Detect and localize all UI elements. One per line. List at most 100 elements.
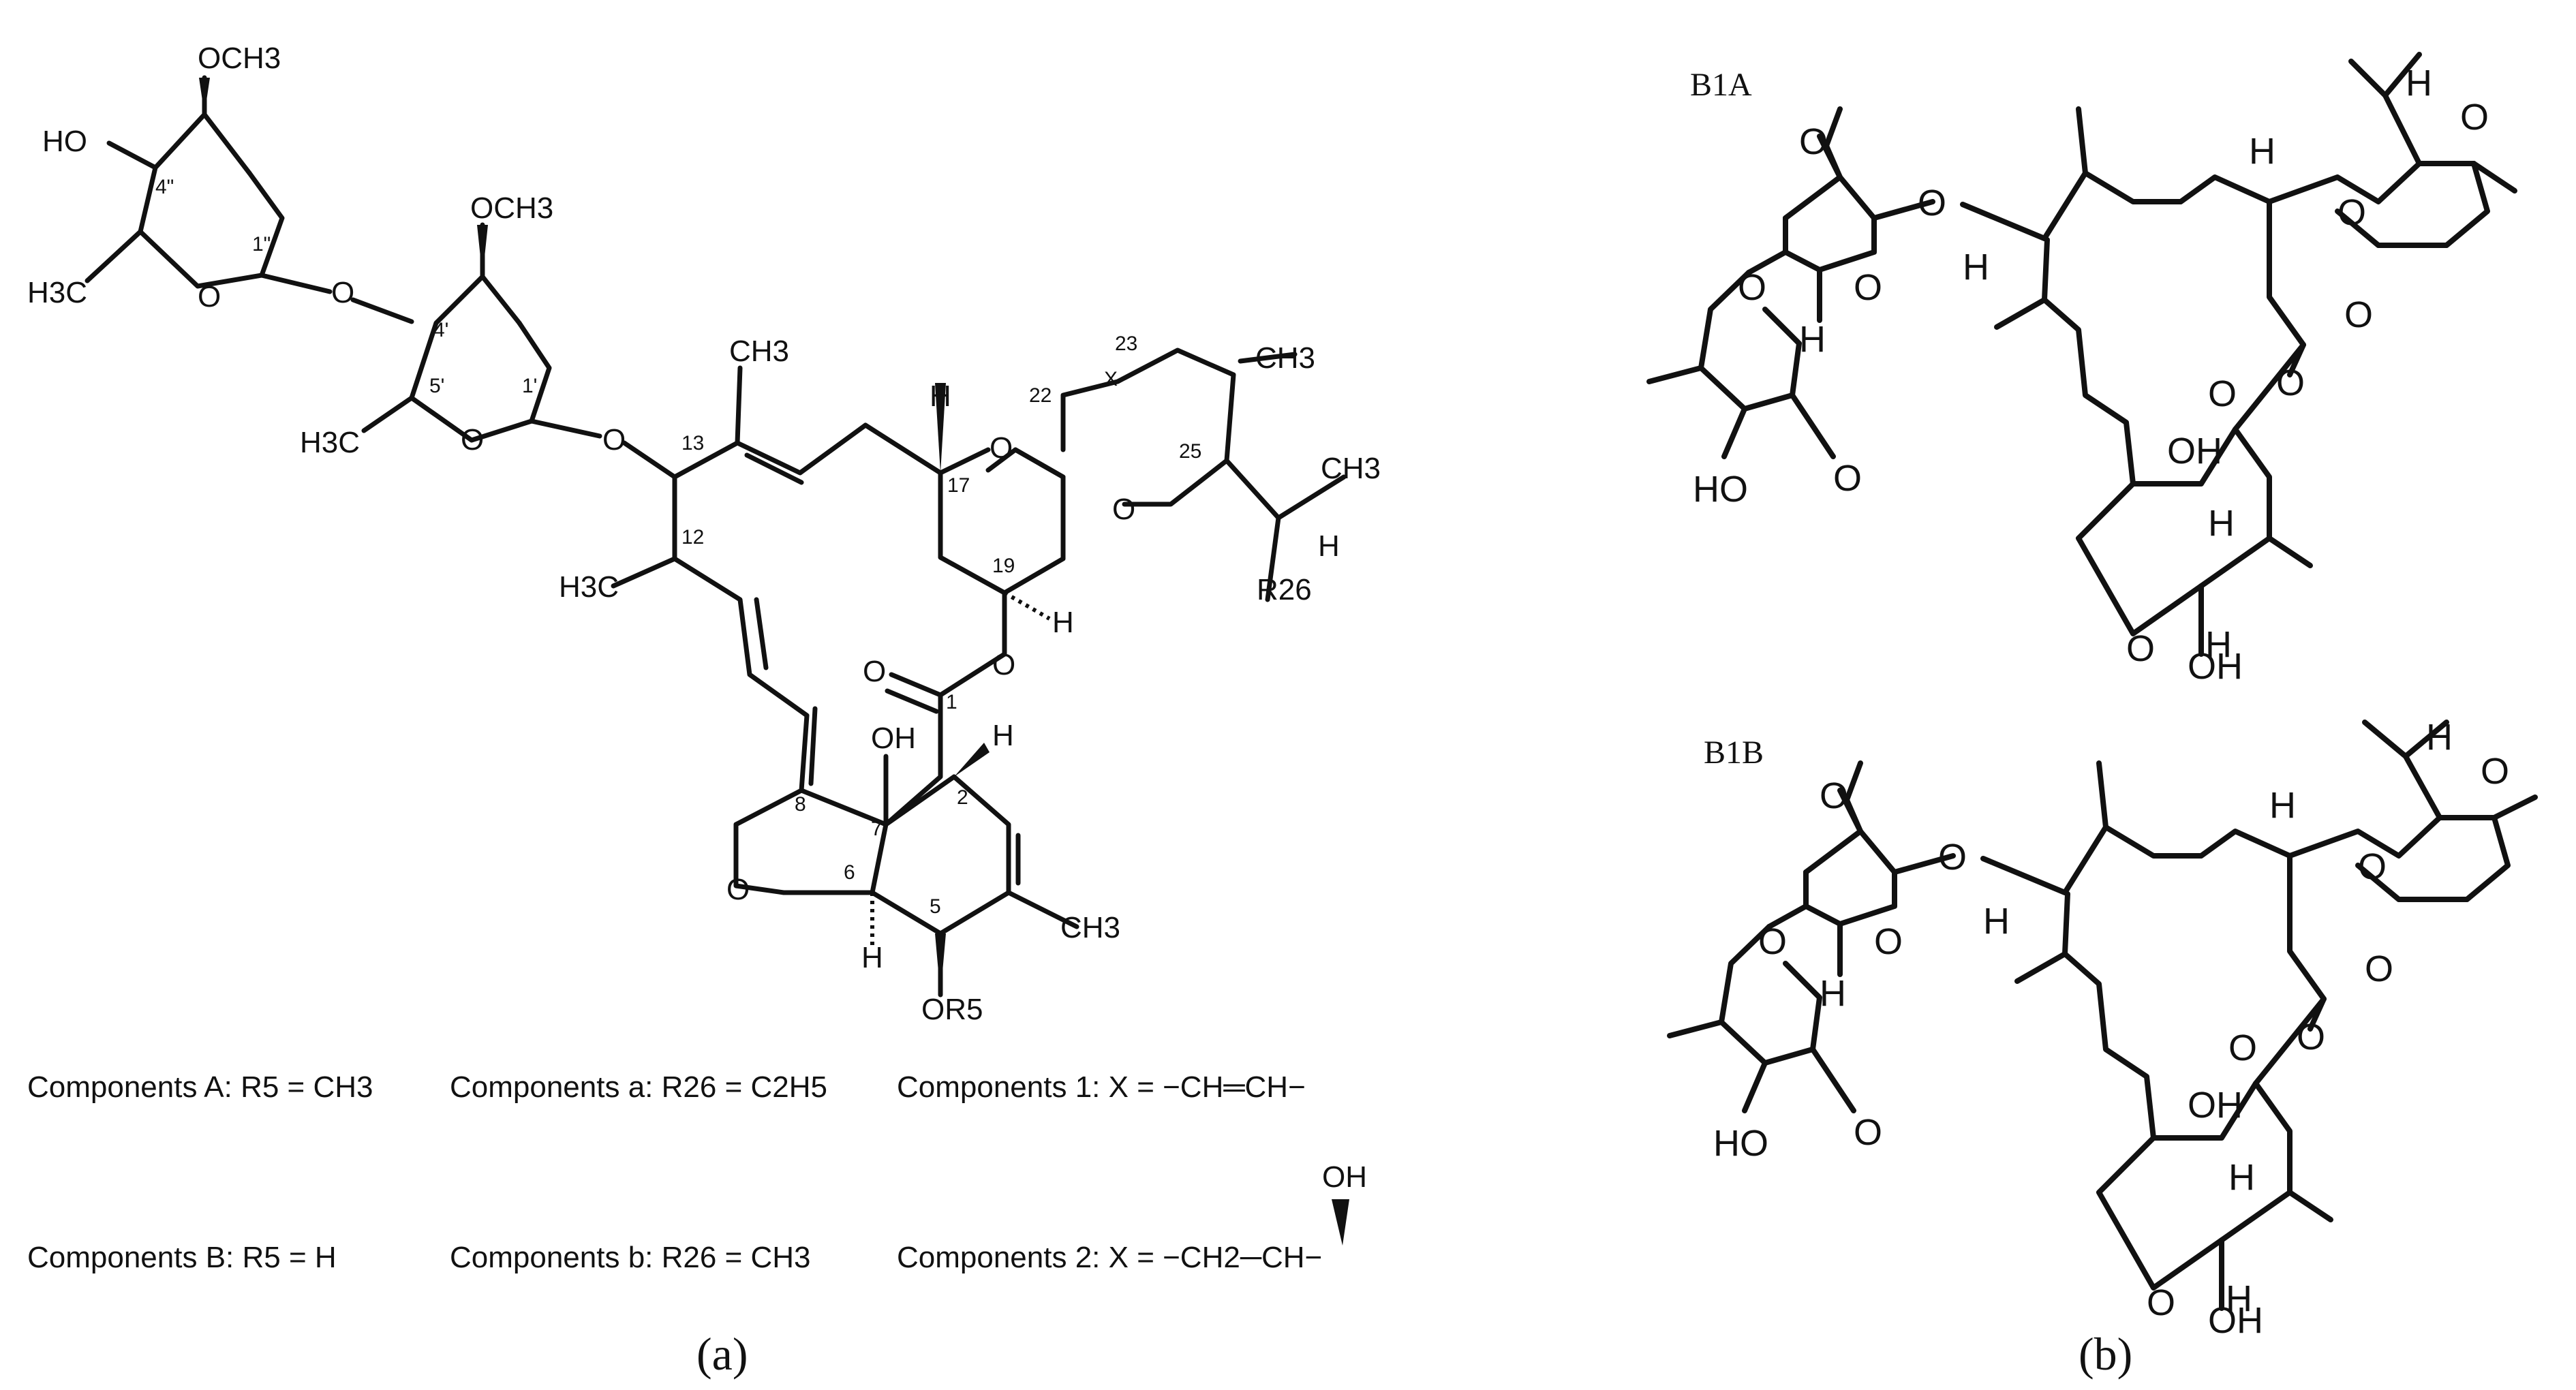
wedge-c17 — [935, 383, 946, 473]
atom-ch3-25: CH3 — [1321, 452, 1381, 485]
atom-ch3-23: CH3 — [1255, 341, 1315, 375]
b1b-methyl-2 — [1667, 1019, 1724, 1038]
glycosidic-bond-2 — [529, 418, 602, 439]
atom-h-2: H — [992, 719, 1014, 752]
spiroketal-ring-b — [1060, 348, 1236, 507]
components-b-upper: Components B: R5 = H — [27, 1241, 337, 1274]
b1b-core — [2096, 1081, 2293, 1291]
atom-o-link2: O — [602, 423, 626, 457]
atom-h3c-1: H3C — [27, 276, 87, 309]
b1a-oh1: OH — [2167, 431, 2222, 472]
b1a-oh2: OH — [2188, 646, 2243, 687]
b1b-methyl-core — [2287, 1190, 2333, 1222]
num-7: 7 — [871, 818, 883, 840]
num-2: 2 — [957, 786, 968, 809]
b1a-spiroketal — [2267, 161, 2490, 248]
components-two: Components 2: X = −CH2─CH− — [897, 1241, 1322, 1274]
b1a-methyl-right — [2471, 161, 2517, 194]
b1a-macro-top — [1960, 170, 2306, 377]
b1a-o6: O — [2337, 192, 2366, 233]
macro-c13-c14 — [622, 365, 743, 480]
num-5p: 5' — [429, 375, 444, 397]
b1a-ome-bond-2 — [1817, 134, 1843, 180]
atom-och3-top: OCH3 — [198, 42, 281, 75]
num-4pp: 4" — [155, 176, 174, 198]
atom-o-carbonyl: O — [863, 655, 886, 688]
ring-1-bond — [202, 112, 252, 176]
components-a-upper: Components A: R5 = CH3 — [27, 1070, 373, 1104]
b1b-h2: H — [1820, 973, 1846, 1014]
ring-2-methyl-bond — [361, 395, 414, 433]
ring-1-methyl-bond — [85, 229, 143, 283]
components-b-lower: Components b: R26 = CH3 — [450, 1241, 811, 1274]
b1a-oh-bond — [1721, 406, 1747, 459]
b1b-o7: O — [2365, 948, 2393, 989]
b1a-o8: O — [2276, 362, 2305, 403]
b1a-o1: O — [1799, 121, 1828, 162]
atom-h-26: H — [1318, 529, 1340, 563]
b1a-o3: O — [1854, 267, 1882, 308]
c26-ch3-bond — [1276, 474, 1347, 521]
components-a-lower: Components a: R26 = C2H5 — [450, 1070, 827, 1104]
b1b-macro-top — [1980, 824, 2327, 1032]
atom-h-6: H — [861, 941, 883, 974]
b1b-oh1: OH — [2188, 1085, 2243, 1126]
num-1p: 1' — [522, 375, 537, 397]
diene-double-2 — [808, 706, 818, 786]
components-legend: Components A: R5 = CH3 Components a: R26… — [27, 1070, 1367, 1274]
structure-b1b-title: B1B — [1704, 735, 1764, 771]
panel-b-label: (b) — [2079, 1328, 2132, 1380]
b1b-o6: O — [2358, 846, 2387, 887]
b1b-o1: O — [1820, 775, 1848, 816]
atom-och3-mid: OCH3 — [470, 191, 553, 225]
b1a-h4: H — [2406, 63, 2432, 104]
carbonyl-bond-1 — [889, 672, 943, 698]
oleandrose-ring-2 — [409, 222, 552, 443]
b1a-bonds — [1646, 52, 2517, 657]
b1b-o8: O — [2297, 1017, 2325, 1057]
b1a-h6: H — [2205, 624, 2232, 665]
b1a-methyl-core — [2267, 536, 2313, 568]
b1a-sec-butyl-3 — [2348, 59, 2388, 98]
b1a-methyl-2 — [1646, 365, 1704, 384]
b1b-c12-methyl — [2014, 951, 2068, 984]
b1b-o10: O — [2147, 1282, 2175, 1323]
cyclohexene-ring — [799, 774, 1011, 936]
b1b-h4: H — [2426, 717, 2453, 758]
c12-methyl-bond — [611, 556, 677, 589]
atom-o-link1: O — [331, 276, 354, 309]
components-two-wedge — [1332, 1199, 1349, 1246]
lactone-chain — [883, 651, 1007, 827]
atom-o-spiro2: O — [1112, 493, 1135, 526]
num-5: 5 — [930, 895, 941, 918]
b1a-sec-butyl-2 — [2382, 52, 2422, 98]
b1a-o9: O — [2208, 373, 2237, 414]
b1b-c12 — [2062, 891, 2070, 957]
glycosidic-bond-1 — [259, 273, 333, 294]
hash-c19 — [1003, 591, 1051, 621]
ho-bond — [106, 140, 158, 170]
structure-b1a-title: B1A — [1690, 67, 1752, 103]
num-19: 19 — [992, 555, 1015, 577]
double-bond-c14 — [744, 452, 804, 485]
b1a-o2: O — [1918, 183, 1946, 223]
b1b-isopropyl-2 — [2403, 720, 2449, 759]
panel-a-label: (a) — [696, 1328, 748, 1380]
b1a-o7: O — [2344, 294, 2373, 335]
b1b-oh-bond — [1742, 1060, 1768, 1113]
b1b-link-2 — [1766, 904, 1809, 929]
b1a-methyl-top — [2076, 106, 2088, 176]
num-22: 22 — [1029, 384, 1052, 407]
b1b-methyl-right — [2491, 794, 2538, 820]
b1b-h3: H — [2269, 785, 2296, 826]
atom-or5: OR5 — [921, 993, 983, 1026]
oleandrose-ring-1 — [138, 75, 285, 289]
atom-o-furan: O — [726, 873, 750, 906]
b1a-o11: O — [2460, 97, 2489, 138]
num-1pp: 1" — [252, 233, 271, 256]
c26-r26-bond — [1265, 515, 1281, 602]
atom-r26: R26 — [1257, 573, 1312, 606]
atom-h-17: H — [930, 380, 951, 413]
structure-b1a: B1A O O O — [1646, 52, 2517, 687]
